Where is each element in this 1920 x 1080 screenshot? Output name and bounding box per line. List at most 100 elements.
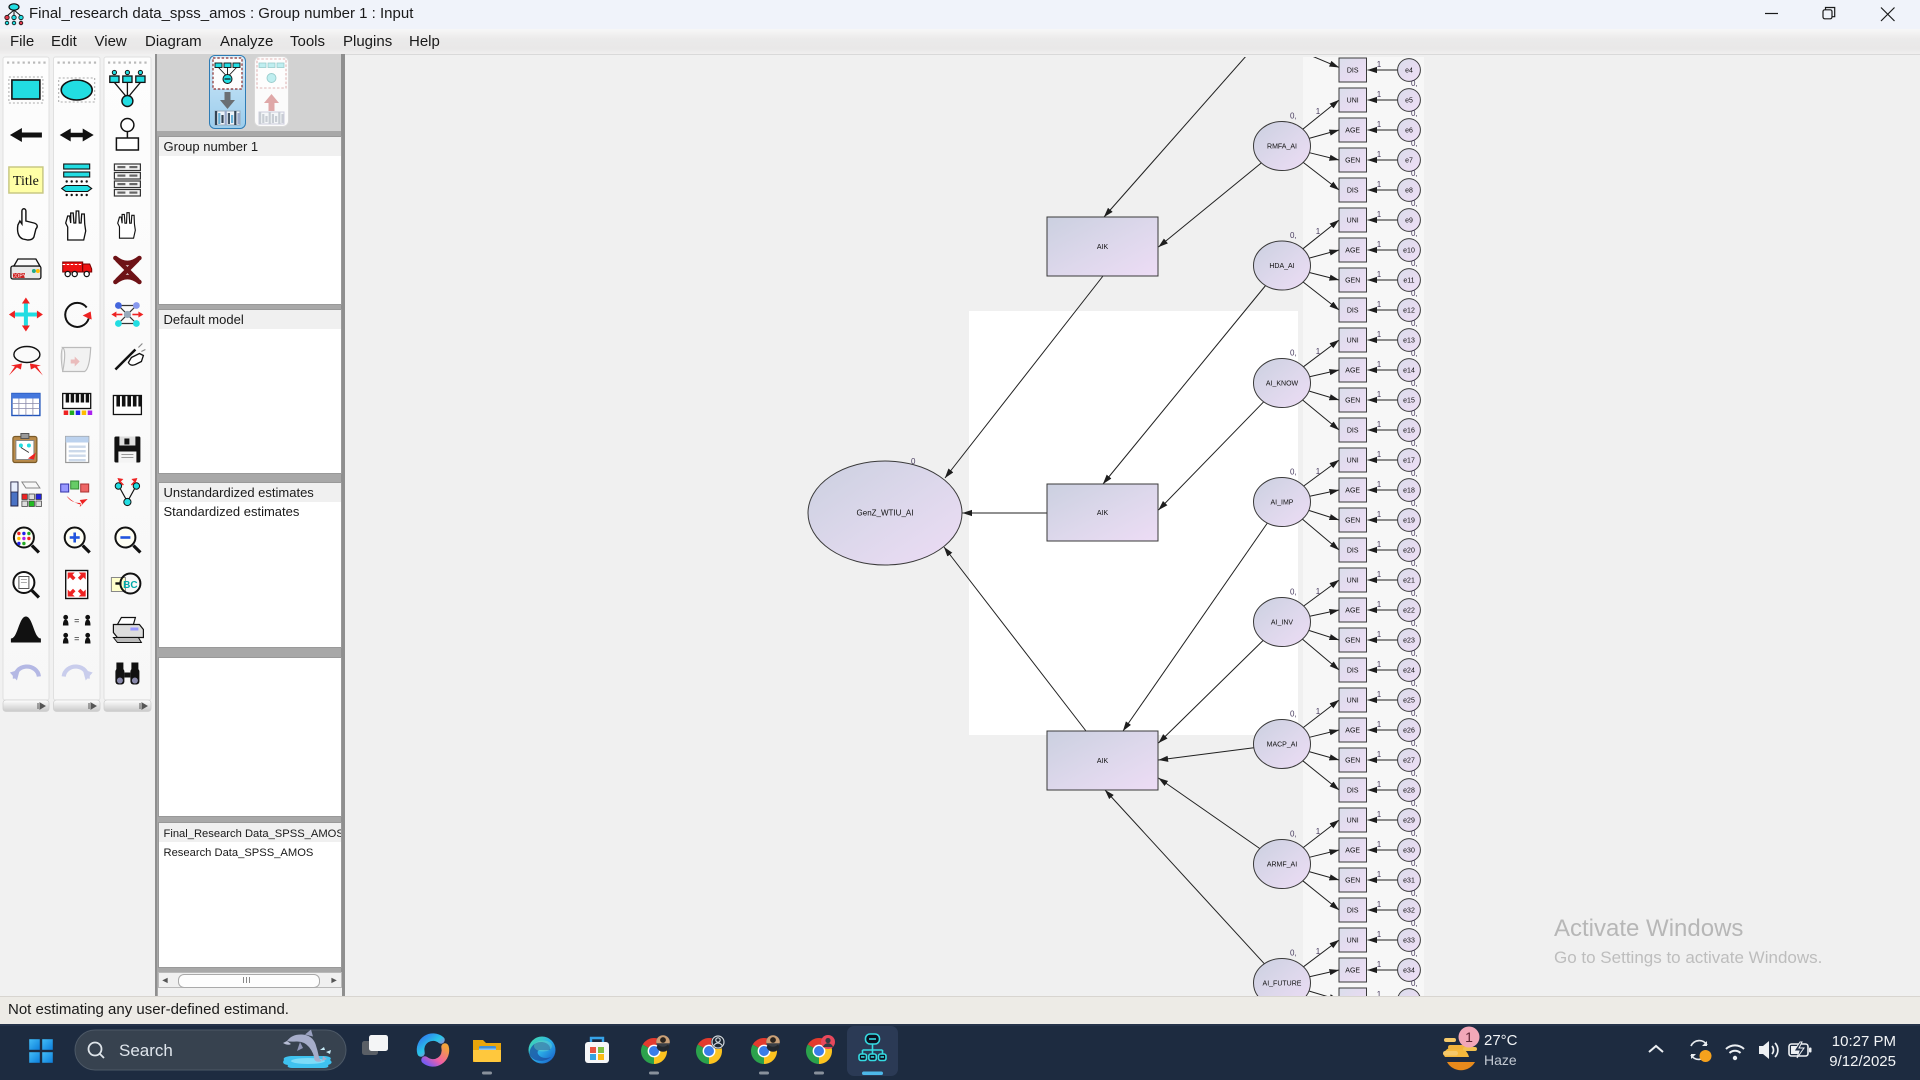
svg-text:e21: e21 <box>1403 578 1415 585</box>
svg-text:0,: 0, <box>1411 499 1418 508</box>
svg-text:e33: e33 <box>1403 938 1415 945</box>
svg-text:1: 1 <box>1377 60 1382 69</box>
svg-text:AGE: AGE <box>1345 128 1360 135</box>
svg-text:=: = <box>74 616 79 626</box>
svg-text:GEN: GEN <box>1345 878 1360 885</box>
svg-text:1: 1 <box>1377 480 1382 489</box>
svg-text:e7: e7 <box>1405 158 1413 165</box>
svg-text:e14: e14 <box>1403 368 1415 375</box>
svg-text:AGE: AGE <box>1345 488 1360 495</box>
svg-text:0,: 0, <box>1290 949 1297 958</box>
svg-text:AGE: AGE <box>1345 968 1360 975</box>
svg-text:e23: e23 <box>1403 638 1415 645</box>
svg-text:Title: Title <box>13 174 39 189</box>
svg-text:DIS: DIS <box>1347 188 1359 195</box>
svg-text:DIS: DIS <box>1347 68 1359 75</box>
svg-text:AGE: AGE <box>1345 608 1360 615</box>
svg-text:e28: e28 <box>1403 788 1415 795</box>
svg-text:1: 1 <box>1377 240 1382 249</box>
svg-text:RMFA_AI: RMFA_AI <box>1267 144 1297 151</box>
svg-text:0,: 0, <box>1411 559 1418 568</box>
svg-text:1: 1 <box>1377 660 1382 669</box>
svg-text:0,: 0, <box>1411 739 1418 748</box>
svg-text:1: 1 <box>1316 707 1321 716</box>
svg-text:e25: e25 <box>1403 698 1415 705</box>
svg-text:ARMF_AI: ARMF_AI <box>1267 862 1297 869</box>
svg-text:e9: e9 <box>1405 218 1413 225</box>
svg-text:0,: 0, <box>1411 319 1418 328</box>
svg-text:1: 1 <box>1377 390 1382 399</box>
svg-text:1: 1 <box>1377 900 1382 909</box>
svg-text:0,: 0, <box>1290 349 1297 358</box>
svg-text:e4: e4 <box>1405 68 1413 75</box>
svg-text:0,: 0, <box>1411 139 1418 148</box>
svg-text:DIS: DIS <box>1347 788 1359 795</box>
svg-text:e24: e24 <box>1403 668 1415 675</box>
svg-text:0,: 0, <box>1411 169 1418 178</box>
svg-text:e26: e26 <box>1403 728 1415 735</box>
svg-text:0,: 0, <box>1411 799 1418 808</box>
svg-text:0,: 0, <box>1411 57 1418 58</box>
svg-text:e31: e31 <box>1403 878 1415 885</box>
svg-text:1: 1 <box>1377 780 1382 789</box>
svg-text:0,: 0, <box>1411 199 1418 208</box>
svg-text:1: 1 <box>1377 330 1382 339</box>
svg-text:0,: 0, <box>1411 529 1418 538</box>
svg-text:UNI: UNI <box>1347 818 1359 825</box>
svg-text:0,: 0, <box>1411 289 1418 298</box>
svg-text:UNI: UNI <box>1347 698 1359 705</box>
svg-text:1: 1 <box>1316 107 1321 116</box>
svg-text:e19: e19 <box>1403 518 1415 525</box>
svg-text:AIK: AIK <box>1097 758 1109 765</box>
svg-text:e15: e15 <box>1403 398 1415 405</box>
svg-text:DIS: DIS <box>1347 428 1359 435</box>
svg-text:UNI: UNI <box>1347 338 1359 345</box>
svg-text:UNI: UNI <box>1347 218 1359 225</box>
svg-text:UNI: UNI <box>1347 578 1359 585</box>
svg-text:e5: e5 <box>1405 98 1413 105</box>
svg-text:GenZ_WTIU_AI: GenZ_WTIU_AI <box>857 509 914 518</box>
svg-text:0,: 0, <box>1290 588 1297 597</box>
svg-text:DIS: DIS <box>1347 668 1359 675</box>
svg-text:0,: 0, <box>1411 859 1418 868</box>
svg-text:1: 1 <box>1316 227 1321 236</box>
svg-text:0,: 0, <box>1411 919 1418 928</box>
svg-text:1: 1 <box>1316 827 1321 836</box>
svg-text:0: 0 <box>911 457 916 466</box>
svg-text:AIK: AIK <box>1097 510 1109 517</box>
svg-text:Search: Search <box>119 1041 173 1060</box>
svg-text:UNI: UNI <box>1347 98 1359 105</box>
svg-text:0,: 0, <box>1411 589 1418 598</box>
svg-text:e6: e6 <box>1405 128 1413 135</box>
svg-text:0,: 0, <box>1411 829 1418 838</box>
svg-text:AI_KNOW: AI_KNOW <box>1266 381 1299 388</box>
svg-text:Haze: Haze <box>1484 1052 1517 1068</box>
svg-text:0,: 0, <box>1411 79 1418 88</box>
svg-text:DIS: DIS <box>1347 308 1359 315</box>
svg-text:1: 1 <box>1377 570 1382 579</box>
svg-text:AGE: AGE <box>1345 248 1360 255</box>
svg-text:1: 1 <box>1377 930 1382 939</box>
svg-text:0,: 0, <box>1411 769 1418 778</box>
svg-text:1: 1 <box>1377 810 1382 819</box>
svg-text:0,: 0, <box>1411 109 1418 118</box>
svg-text:1: 1 <box>1377 600 1382 609</box>
svg-text:9/12/2025: 9/12/2025 <box>1829 1053 1896 1070</box>
svg-text:e29: e29 <box>1403 818 1415 825</box>
svg-text:e20: e20 <box>1403 548 1415 555</box>
svg-text:AI_FUTURE: AI_FUTURE <box>1263 981 1302 988</box>
svg-text:1: 1 <box>1377 750 1382 759</box>
svg-text:1: 1 <box>1377 450 1382 459</box>
svg-text:e16: e16 <box>1403 428 1415 435</box>
svg-text:1: 1 <box>1377 990 1382 996</box>
svg-text:=: = <box>74 634 79 644</box>
svg-text:0,: 0, <box>1290 231 1297 240</box>
svg-text:e12: e12 <box>1403 308 1415 315</box>
svg-text:0,: 0, <box>1411 709 1418 718</box>
svg-text:e30: e30 <box>1403 848 1415 855</box>
svg-text:HDA_AI: HDA_AI <box>1269 263 1294 270</box>
svg-text:1: 1 <box>1377 270 1382 279</box>
svg-text:COPY: COPY <box>12 273 27 279</box>
svg-text:BC: BC <box>123 580 137 591</box>
svg-text:e8: e8 <box>1405 188 1413 195</box>
